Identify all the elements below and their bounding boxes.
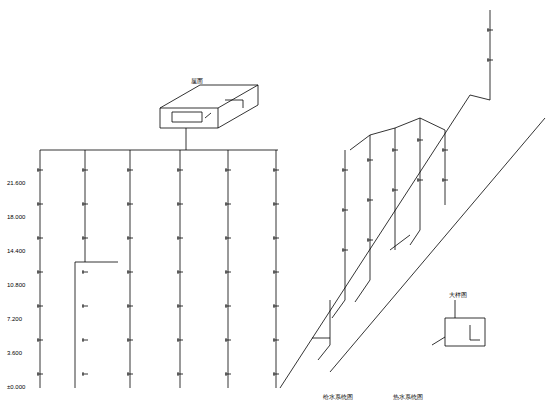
valve-tick bbox=[127, 168, 133, 172]
valve-tick bbox=[127, 270, 133, 274]
valve-tick bbox=[177, 372, 183, 376]
valve-tick bbox=[273, 168, 279, 172]
valve-tick bbox=[273, 372, 279, 376]
riser bbox=[40, 150, 276, 388]
valve-tick bbox=[177, 236, 183, 240]
valve-tick bbox=[37, 338, 43, 342]
valve-ticks bbox=[37, 28, 493, 376]
valve-tick bbox=[37, 236, 43, 240]
iso-main bbox=[280, 10, 545, 388]
drawing-title: 热水系统图 bbox=[392, 394, 424, 400]
valve-tick bbox=[127, 304, 133, 308]
elevation-label: 7.200 bbox=[6, 316, 23, 322]
valve-tick bbox=[82, 338, 88, 342]
valve-tick bbox=[37, 304, 43, 308]
elevation-label: 14.400 bbox=[6, 248, 26, 254]
valve-tick bbox=[82, 304, 88, 308]
valve-tick bbox=[225, 338, 231, 342]
valve-tick bbox=[225, 304, 231, 308]
valve-tick bbox=[177, 338, 183, 342]
valve-tick bbox=[82, 270, 88, 274]
tank-detail bbox=[172, 100, 243, 150]
valve-tick bbox=[273, 304, 279, 308]
elevation-label: 3.600 bbox=[6, 350, 23, 356]
valve-tick bbox=[225, 270, 231, 274]
valve-tick bbox=[82, 236, 88, 240]
valve-tick bbox=[273, 338, 279, 342]
valve-tick bbox=[177, 304, 183, 308]
drawing-title: 给水系统图 bbox=[322, 394, 354, 400]
valve-tick bbox=[82, 202, 88, 206]
valve-tick bbox=[37, 372, 43, 376]
valve-tick bbox=[127, 338, 133, 342]
valve-tick bbox=[37, 270, 43, 274]
main-header bbox=[40, 150, 278, 151]
valve-tick bbox=[225, 168, 231, 172]
valve-tick bbox=[273, 270, 279, 274]
valve-tick bbox=[225, 236, 231, 240]
valve-tick bbox=[177, 270, 183, 274]
valve-tick bbox=[225, 202, 231, 206]
valve-tick bbox=[177, 202, 183, 206]
valve-tick bbox=[82, 372, 88, 376]
iso-riser bbox=[312, 118, 445, 360]
elevation-label: 18.000 bbox=[6, 214, 26, 220]
valve-tick bbox=[273, 236, 279, 240]
valve-tick bbox=[273, 202, 279, 206]
valve-tick bbox=[177, 168, 183, 172]
valve-tick bbox=[127, 372, 133, 376]
elevation-label: 21.600 bbox=[6, 180, 26, 186]
valve-tick bbox=[127, 236, 133, 240]
drawing-title: 大样图 bbox=[448, 292, 468, 298]
valve-tick bbox=[37, 168, 43, 172]
valve-tick bbox=[127, 202, 133, 206]
valve-tick bbox=[82, 168, 88, 172]
elevation-label: ±0.000 bbox=[6, 384, 26, 390]
elevation-label: 10.800 bbox=[6, 282, 26, 288]
valve-tick bbox=[37, 202, 43, 206]
detail-sketch bbox=[432, 300, 485, 346]
drawing-title: 屋面 bbox=[190, 78, 204, 84]
valve-tick bbox=[225, 372, 231, 376]
